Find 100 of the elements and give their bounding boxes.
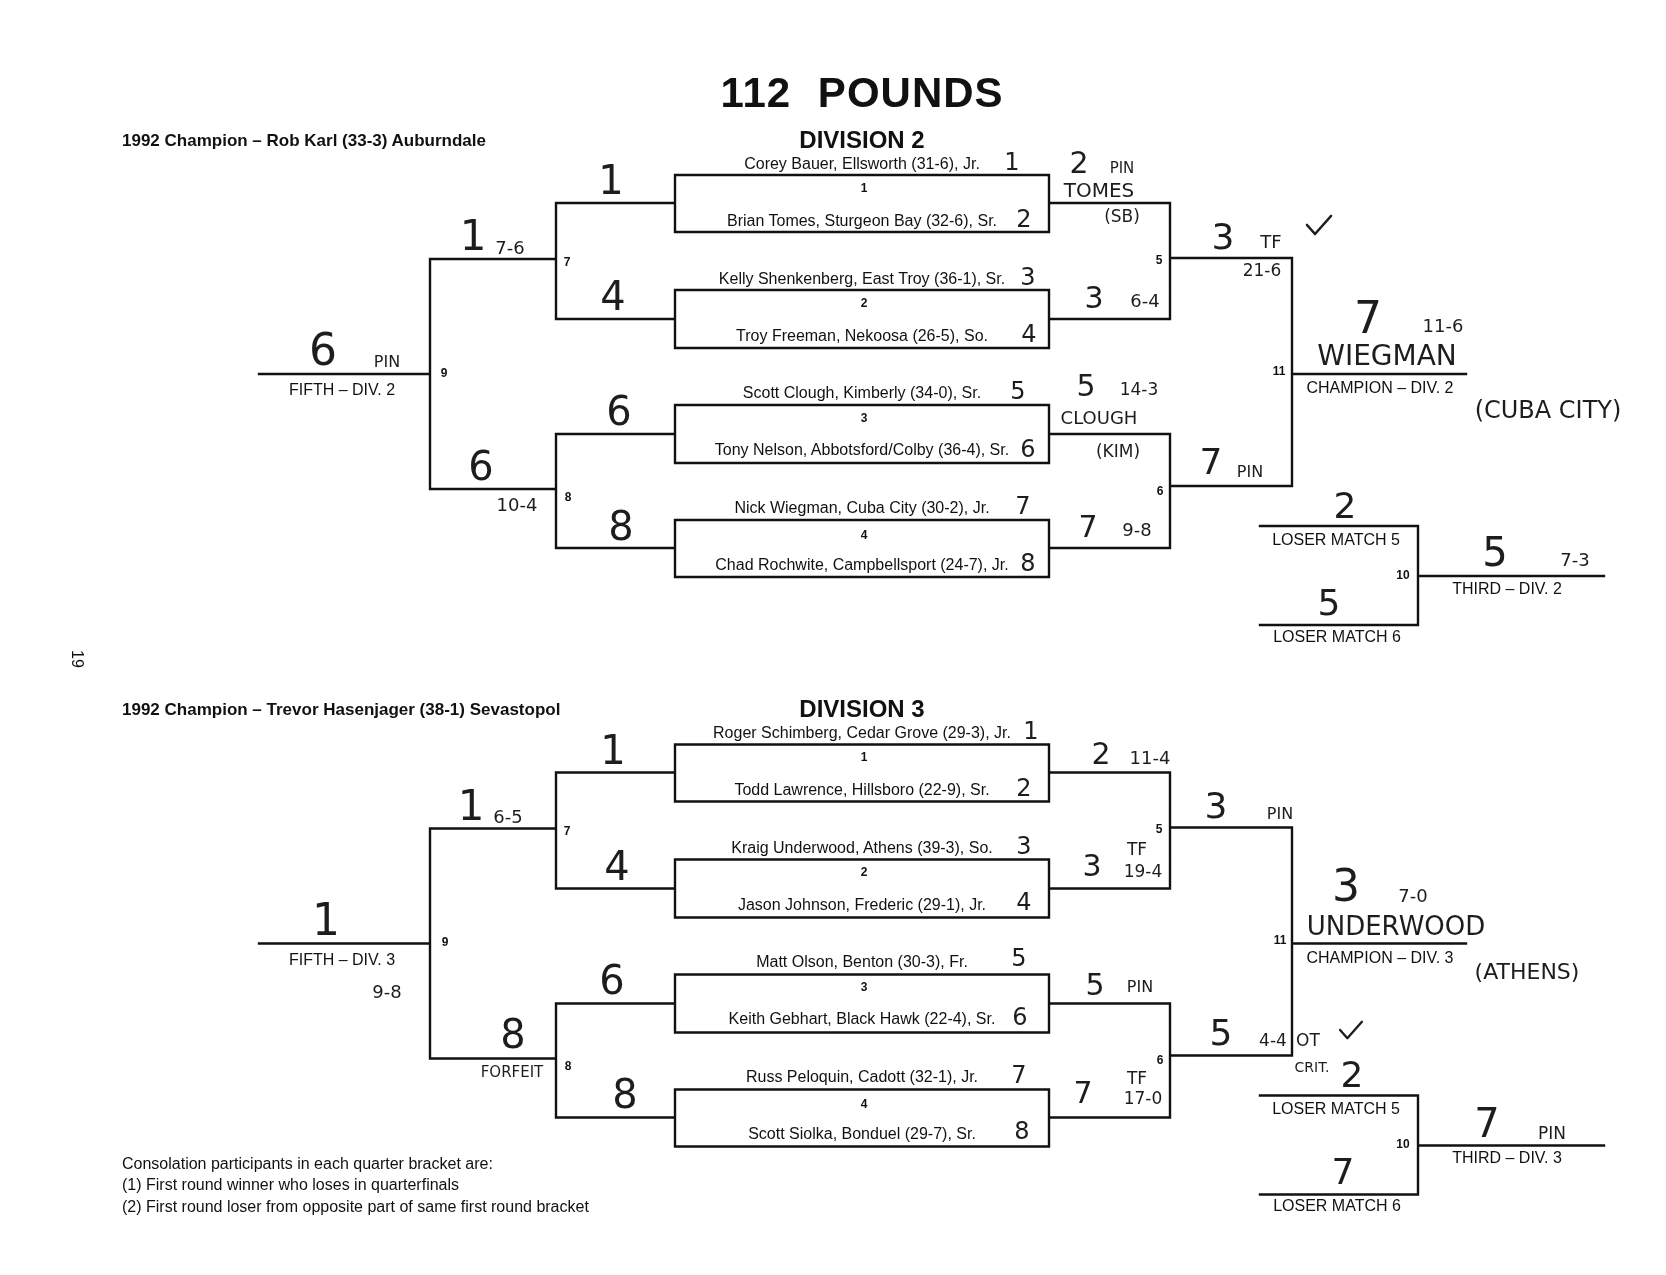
match-number: 2 xyxy=(860,297,868,311)
handwritten-winner-number: 2 xyxy=(1340,1057,1364,1093)
match-number: 7 xyxy=(563,256,571,270)
match-number: 3 xyxy=(860,412,868,426)
wrestler-name: Roger Schimberg, Cedar Grove (29-3), Jr. xyxy=(713,723,1011,743)
match-number: 5 xyxy=(1155,823,1163,837)
handwritten-result: 6-4 xyxy=(1130,292,1160,310)
handwritten-result: 11-6 xyxy=(1422,317,1464,335)
placement-label: FIFTH – DIV. 2 xyxy=(288,380,396,400)
placement-label: CHAMPION – DIV. 3 xyxy=(1306,948,1454,968)
match-number: 6 xyxy=(1156,1054,1164,1068)
match-number: 1 xyxy=(860,751,868,765)
placement-label: LOSER MATCH 6 xyxy=(1273,627,1401,647)
handwritten-winner-number: 7 xyxy=(1331,1154,1355,1190)
handwritten-winner-number: 7 xyxy=(1354,296,1382,340)
handwritten-seed-number: 5 xyxy=(1010,379,1026,403)
page-number: 19 xyxy=(68,650,87,668)
handwritten-winner-number: 5 xyxy=(1209,1015,1233,1051)
match-number: 8 xyxy=(564,1060,572,1074)
handwritten-winner-number: 5 xyxy=(1482,532,1508,572)
wrestler-name: Keith Gebhart, Black Hawk (22-4), Sr. xyxy=(728,1009,996,1029)
placement-label: THIRD – DIV. 2 xyxy=(1452,579,1562,599)
wrestler-name: Kelly Shenkenberg, East Troy (36-1), Sr. xyxy=(718,269,1006,289)
handwritten-seed-number: 2 xyxy=(1016,776,1032,800)
previous-champion-note: 1992 Champion – Trevor Hasenjager (38-1) Sevastopol xyxy=(122,700,561,720)
handwritten-seed-number: 7 xyxy=(1011,1063,1027,1087)
handwritten-result: 7-0 xyxy=(1398,887,1428,905)
handwritten-school: (SB) xyxy=(1104,207,1140,225)
handwritten-winner-number: 3 xyxy=(1211,219,1235,255)
division-heading: DIVISION 3 xyxy=(799,695,925,723)
match-number: 4 xyxy=(860,1098,868,1112)
wrestler-name: Matt Olson, Benton (30-3), Fr. xyxy=(756,952,968,972)
handwritten-result: 19-4 xyxy=(1123,862,1163,880)
handwritten-result: TF xyxy=(1260,233,1282,251)
handwritten-winner-number: 4 xyxy=(600,276,626,316)
handwritten-winner-number: 4 xyxy=(604,846,630,886)
handwritten-result: PIN xyxy=(1126,979,1154,995)
handwritten-result: OT xyxy=(1296,1031,1320,1049)
match-number: 9 xyxy=(440,367,448,381)
handwritten-winner-number: 7 xyxy=(1199,444,1223,480)
match-number: 9 xyxy=(441,936,449,950)
handwritten-winner-name: WIEGMAN xyxy=(1317,342,1457,370)
handwritten-result: 7-3 xyxy=(1560,551,1590,569)
footnote-line: (2) First round loser from opposite part of same first round bracket xyxy=(122,1197,589,1217)
wrestler-name: Brian Tomes, Sturgeon Bay (32-6), Sr. xyxy=(726,211,998,231)
handwritten-winner-number: 6 xyxy=(309,328,337,372)
handwritten-winner-number: 8 xyxy=(612,1074,638,1114)
handwritten-winner-number: 3 xyxy=(1332,864,1360,908)
handwritten-school: (ATHENS) xyxy=(1474,961,1580,983)
match-number: 10 xyxy=(1396,569,1410,583)
previous-champion-note: 1992 Champion – Rob Karl (33-3) Auburndale xyxy=(122,131,486,151)
handwritten-seed-number: 8 xyxy=(1020,551,1036,575)
handwritten-winner-number: 7 xyxy=(1073,1078,1093,1108)
wrestler-name: Troy Freeman, Nekoosa (26-5), So. xyxy=(736,326,988,346)
handwritten-seed-number: 1 xyxy=(1004,150,1020,174)
handwritten-seed-number: 4 xyxy=(1016,890,1032,914)
match-number: 11 xyxy=(1272,365,1286,379)
handwritten-winner-number: 2 xyxy=(1091,739,1111,769)
handwritten-seed-number: 6 xyxy=(1012,1005,1028,1029)
handwritten-result: TF xyxy=(1126,1069,1148,1087)
footnote-line: (1) First round winner who loses in quarterfinals xyxy=(122,1175,460,1195)
handwritten-winner-number: 5 xyxy=(1085,970,1105,1000)
handwritten-seed-number: 3 xyxy=(1016,834,1032,858)
handwritten-winner-number: 6 xyxy=(599,960,625,1000)
handwritten-result: 9-8 xyxy=(1122,521,1152,539)
placement-label: LOSER MATCH 5 xyxy=(1272,530,1400,550)
handwritten-result: FORFEIT xyxy=(480,1064,544,1080)
handwritten-winner-name: CLOUGH xyxy=(1060,409,1138,427)
handwritten-result: 11-4 xyxy=(1129,749,1171,767)
handwritten-seed-number: 2 xyxy=(1016,207,1032,231)
handwritten-result: 10-4 xyxy=(496,496,538,514)
wrestler-name: Scott Siolka, Bonduel (29-7), Sr. xyxy=(748,1124,976,1144)
handwritten-winner-number: 1 xyxy=(598,160,624,200)
placement-label: THIRD – DIV. 3 xyxy=(1452,1148,1562,1168)
handwritten-result: 7-6 xyxy=(495,239,525,257)
wrestler-name: Nick Wiegman, Cuba City (30-2), Jr. xyxy=(734,498,990,518)
handwritten-result: 9-8 xyxy=(372,983,402,1001)
handwritten-result: 4-4 xyxy=(1259,1031,1287,1049)
match-number: 10 xyxy=(1396,1138,1410,1152)
handwritten-seed-number: 8 xyxy=(1014,1119,1030,1143)
wrestler-name: Jason Johnson, Frederic (29-1), Jr. xyxy=(737,895,987,915)
handwritten-winner-name: TOMES xyxy=(1063,180,1135,200)
placement-label: LOSER MATCH 6 xyxy=(1273,1196,1401,1216)
handwritten-result: PIN xyxy=(1109,160,1135,176)
handwritten-result: PIN xyxy=(1236,464,1264,480)
handwritten-seed-number: 4 xyxy=(1021,322,1037,346)
handwritten-result: TF xyxy=(1126,840,1148,858)
handwritten-winner-number: 7 xyxy=(1078,512,1098,542)
division-heading: DIVISION 2 xyxy=(799,126,925,154)
handwritten-result: PIN xyxy=(1266,806,1294,822)
match-number: 8 xyxy=(564,491,572,505)
handwritten-school: (KIM) xyxy=(1095,442,1141,460)
handwritten-winner-number: 8 xyxy=(608,506,634,546)
handwritten-winner-number: 3 xyxy=(1204,788,1228,824)
match-number: 3 xyxy=(860,981,868,995)
handwritten-winner-number: 6 xyxy=(606,391,632,431)
handwritten-winner-number: 3 xyxy=(1084,283,1104,313)
footnote-line: Consolation participants in each quarter bracket are: xyxy=(122,1154,493,1174)
placement-label: FIFTH – DIV. 3 xyxy=(288,950,396,970)
handwritten-winner-number: 1 xyxy=(312,898,340,942)
